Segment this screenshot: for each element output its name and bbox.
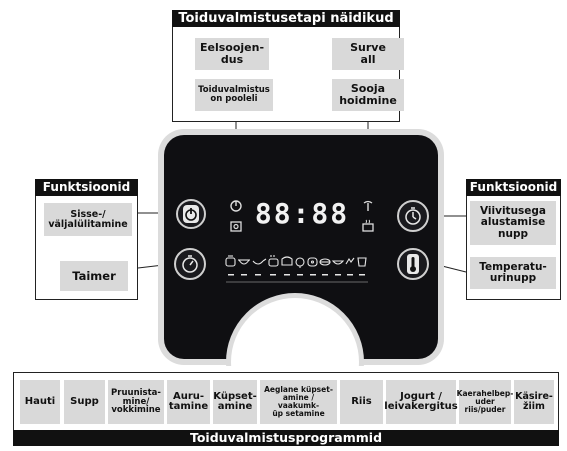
right-functions-title: Funktsioonid (466, 179, 561, 196)
program-rice: Riis (340, 380, 383, 424)
yogurt-icon (319, 258, 331, 266)
program-stew: Hauti (20, 380, 60, 424)
program-manual-mode: Käsire- žiim (514, 380, 554, 424)
bake-icon (281, 256, 293, 266)
manual-icon (345, 257, 355, 265)
program-soup: Supp (64, 380, 105, 424)
cup-icon (357, 257, 367, 267)
rice-icon (307, 257, 318, 267)
indicator-keep-warm: Sooja hoidmine (332, 79, 404, 111)
program-browning-wok: Pruunista- mine/ vokkimine (108, 380, 164, 424)
timer-label: Taimer (60, 261, 128, 291)
power-label: Sisse-/ väljalülitamine (44, 203, 132, 236)
program-icons-row (225, 255, 368, 283)
cutout-mask (150, 366, 450, 376)
temperature-button[interactable] (397, 248, 429, 280)
program-steaming: Auru- tamine (167, 380, 210, 424)
soup-icon (238, 259, 250, 265)
power-button[interactable] (176, 199, 206, 229)
delayed-start-label: Viivitusega alustamise nupp (470, 201, 556, 245)
time-display: 88:88 (254, 197, 350, 230)
left-functions-title: Funktsioonid (35, 179, 138, 196)
cooking-status-icon (229, 218, 243, 232)
timer-button[interactable] (174, 248, 206, 280)
program-slow-cook-sous-vide: Aeglane küpset- amine / vaakumk- üp seta… (260, 380, 337, 424)
program-baking: Küpset- amine (213, 380, 257, 424)
program-yogurt-proofing: Jogurt / leivakergitus (384, 380, 458, 424)
indicator-cooking-in-progress: Toiduvalmistus on pooleli (195, 79, 273, 111)
power-icon (183, 205, 199, 223)
delayed-start-button[interactable] (397, 200, 429, 232)
wok-icon (252, 258, 267, 265)
keep-warm-status-icon (361, 218, 375, 232)
slow-cook-icon (295, 257, 305, 268)
steam-icon (268, 255, 279, 267)
delay-clock-icon (405, 207, 421, 225)
stopwatch-icon (182, 255, 198, 273)
preheat-status-icon (229, 198, 243, 212)
programs-title: Toiduvalmistusprogrammid (13, 430, 559, 446)
stage-indicators-title: Toiduvalmistusetapi näidikud (172, 10, 400, 27)
stew-icon (225, 255, 236, 267)
program-oatmeal-rice-porridge: Kaerahelbep- uder riis/puder (457, 380, 513, 424)
temperature-label: Temperatu- urinupp (470, 257, 556, 289)
thermometer-icon (407, 254, 419, 274)
pressure-status-icon (361, 198, 375, 212)
indicator-preheating: Eelsoojen- dus (195, 38, 269, 70)
porridge-icon (331, 260, 345, 265)
indicator-under-pressure: Surve all (332, 38, 404, 70)
